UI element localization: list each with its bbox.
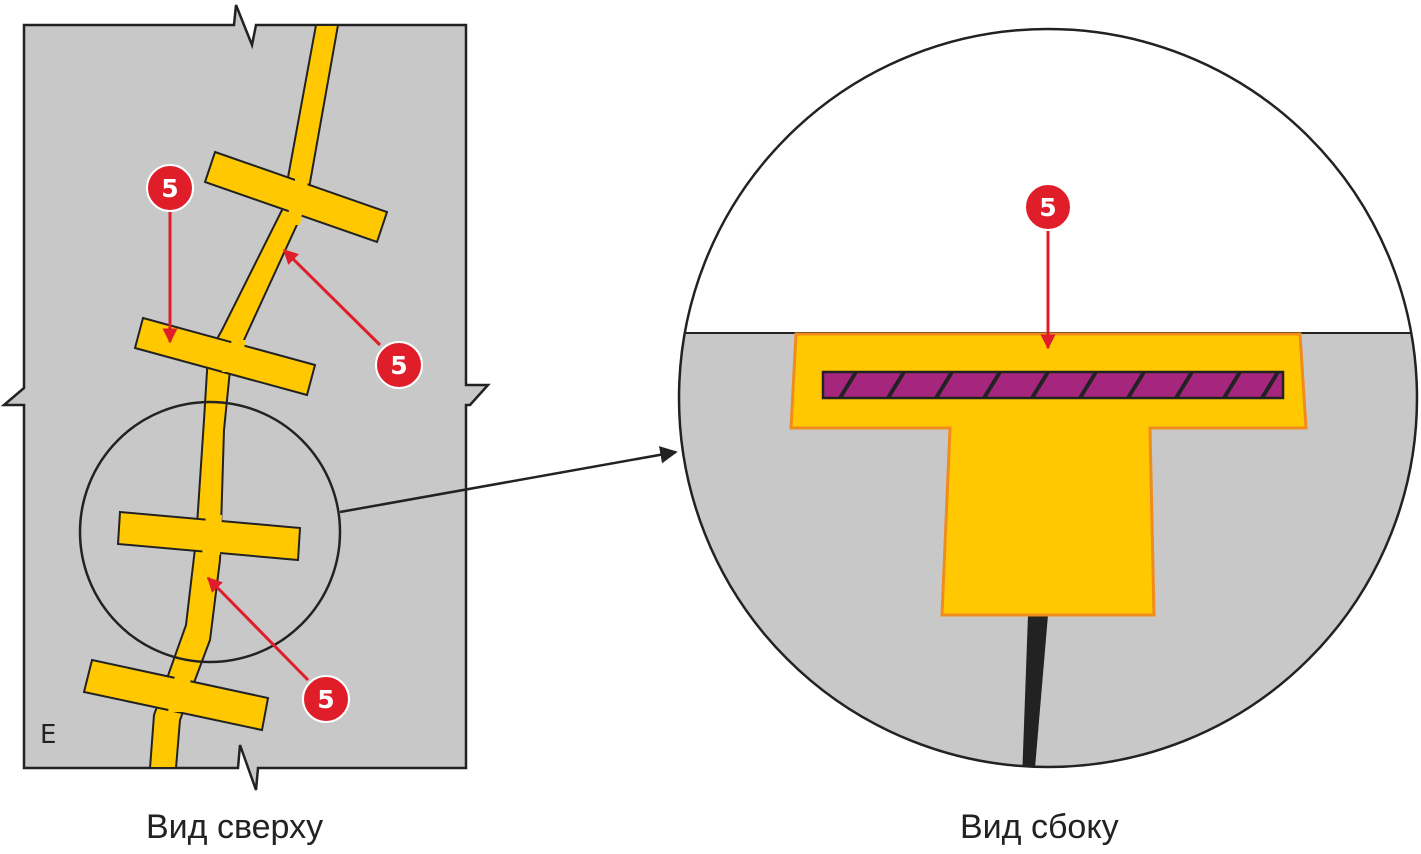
- arrow-icon: [206, 576, 310, 682]
- staple-hatching: [838, 370, 1280, 400]
- callout-label: 5: [161, 174, 178, 203]
- staple-slot-2: [133, 316, 317, 397]
- callout-label: 5: [317, 685, 334, 714]
- callout-arrows: [162, 208, 1056, 682]
- numbered-circle-icon: [1024, 183, 1072, 231]
- repair-fill: [789, 332, 1308, 617]
- top-view-panel: E: [0, 4, 491, 791]
- numbered-circle-icon: [302, 675, 350, 723]
- crack-over-staples: [168, 160, 312, 712]
- zoom-circle: [78, 400, 342, 664]
- detail-circle-outline: [677, 27, 1419, 769]
- callout-bottom: 5: [302, 675, 350, 723]
- numbered-circle-icon: [375, 341, 423, 389]
- callout-left-upper: 5: [146, 164, 194, 212]
- callout-label: 5: [1039, 193, 1056, 222]
- numbered-circle-icon: [146, 164, 194, 212]
- caption-side-view: Вид сбоку: [960, 808, 1119, 846]
- callout-label: 5: [390, 351, 407, 380]
- panel-letter: E: [40, 720, 56, 750]
- callout-right-upper: 5: [375, 341, 423, 389]
- side-view-detail: [677, 27, 1419, 769]
- arrow-icon: [282, 248, 382, 347]
- crack-section: [1022, 615, 1048, 767]
- callout-detail: 5: [1024, 183, 1072, 231]
- caption-top-view: Вид сверху: [146, 808, 324, 846]
- zoom-connector-arrow: [339, 446, 678, 514]
- concrete-slab: [0, 4, 491, 791]
- staple-bar: [821, 370, 1285, 400]
